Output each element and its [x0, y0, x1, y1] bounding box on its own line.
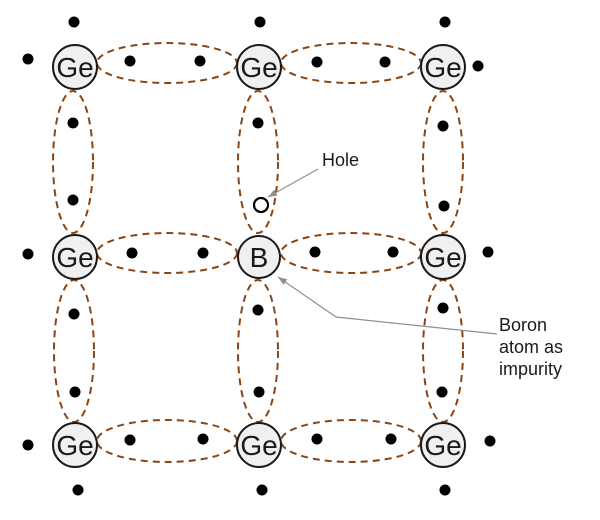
- atom-circle: [237, 235, 281, 279]
- electron-dot: [436, 386, 448, 398]
- covalent-bond-ellipse: [237, 279, 279, 423]
- electron-dot: [194, 55, 206, 67]
- electron-dot: [484, 435, 496, 447]
- electron-dot: [67, 117, 79, 129]
- electron-dot: [256, 484, 268, 496]
- atom-circle: [52, 422, 98, 468]
- covalent-bond-ellipse: [52, 90, 94, 234]
- covalent-bond-ellipse: [237, 90, 279, 234]
- atom-symbol: Ge: [56, 430, 93, 461]
- electron-dot: [124, 55, 136, 67]
- electron-dot: [438, 200, 450, 212]
- electron-dot: [379, 56, 391, 68]
- covalent-bond-ellipse: [422, 279, 464, 423]
- electron-dot: [309, 246, 321, 258]
- covalent-bond-ellipse: [96, 42, 238, 84]
- electron-dot: [22, 53, 34, 65]
- electron-dot: [437, 120, 449, 132]
- hole-label: Hole: [322, 150, 360, 170]
- atom-circle: [420, 44, 466, 90]
- electron-dot: [197, 247, 209, 259]
- electron-dot: [311, 433, 323, 445]
- electron-dot: [22, 248, 34, 260]
- atom-symbol: Ge: [56, 242, 93, 273]
- boron-pointer-arrowhead: [278, 277, 288, 285]
- atom-circle: [420, 422, 466, 468]
- electron-dot: [472, 60, 484, 72]
- covalent-bond-ellipse: [280, 419, 422, 463]
- electron-dot: [126, 247, 138, 259]
- hole-pointer-line: [267, 168, 319, 198]
- atom-circle: [236, 422, 282, 468]
- covalent-bond-ellipse: [280, 232, 422, 274]
- atom-circle: [52, 234, 98, 280]
- electron-dot: [197, 433, 209, 445]
- atom-circle: [52, 44, 98, 90]
- covalent-bond-ellipse: [53, 279, 95, 423]
- covalent-bond-ellipse: [280, 42, 422, 84]
- electron-dot: [252, 304, 264, 316]
- covalent-bond-ellipse: [96, 419, 238, 463]
- electron-dot: [252, 117, 264, 129]
- atom-symbol: B: [250, 242, 269, 273]
- electron-dot: [68, 16, 80, 28]
- atom-circle: [236, 44, 282, 90]
- electron-dot: [253, 386, 265, 398]
- boron-pointer-line: [277, 276, 498, 335]
- atom-symbol: Ge: [424, 430, 461, 461]
- atom-symbol: Ge: [56, 52, 93, 83]
- electron-dot: [437, 302, 449, 314]
- hole-circle: [252, 196, 270, 214]
- electron-dot: [69, 386, 81, 398]
- covalent-bond-ellipse: [96, 232, 238, 274]
- atom-symbol: Ge: [424, 242, 461, 273]
- atom-symbol: Ge: [240, 430, 277, 461]
- hole-pointer-arrowhead: [268, 189, 278, 197]
- atom-symbol: Ge: [424, 52, 461, 83]
- covalent-bond-ellipse: [422, 90, 464, 234]
- atom-circle: [420, 234, 466, 280]
- electron-dot: [439, 16, 451, 28]
- atom-symbol: Ge: [240, 52, 277, 83]
- electron-dot: [124, 434, 136, 446]
- electron-dot: [387, 246, 399, 258]
- electron-dot: [67, 194, 79, 206]
- electron-dot: [68, 308, 80, 320]
- electron-dot: [482, 246, 494, 258]
- electron-dot: [22, 439, 34, 451]
- electron-dot: [72, 484, 84, 496]
- electron-dot: [311, 56, 323, 68]
- electron-dot: [385, 433, 397, 445]
- electron-dot: [439, 484, 451, 496]
- boron-impurity-label: Boron atom as impurity: [499, 315, 564, 379]
- electron-dot: [254, 16, 266, 28]
